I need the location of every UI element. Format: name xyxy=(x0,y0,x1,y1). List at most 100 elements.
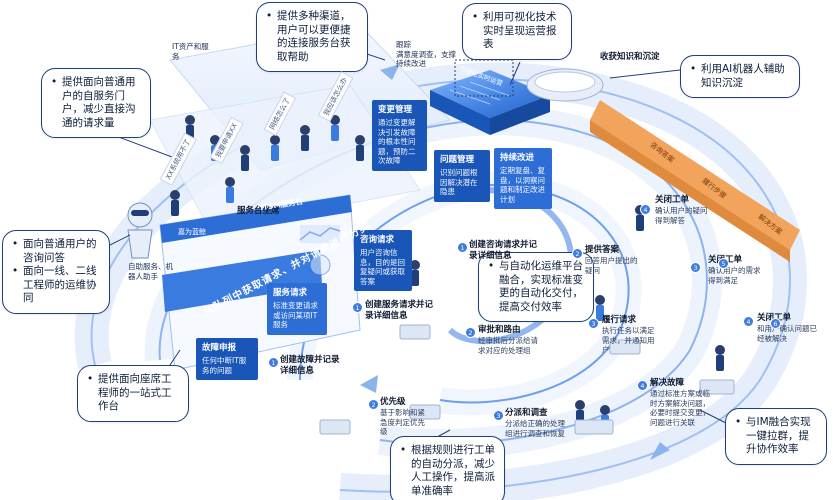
people-figures xyxy=(170,115,725,431)
step-body: 和用户确认问题已经被解决 xyxy=(757,324,817,343)
step-number: 6 xyxy=(770,318,781,329)
platform-side-r xyxy=(490,95,550,135)
step-create-fault: 创建故障并记录详细信息 xyxy=(280,355,340,377)
callout-im-collab: 与IM融合实现一键拉群，提升协作效率 xyxy=(725,408,827,465)
track-label: 跟踪 满意度调查，支撑持续改进 xyxy=(396,40,456,69)
card-title: 服务请求 xyxy=(273,288,308,298)
platform-top xyxy=(430,70,550,118)
track-body: 满意度调查，支撑持续改进 xyxy=(396,49,456,69)
step-priority: 优先级 基于影响和紧急度判定优先级 xyxy=(380,397,432,437)
orange-band xyxy=(590,100,800,262)
step-number: 4 xyxy=(743,316,754,327)
step-approve-route: 审批和路由 经审批后分派给请求对应的处理组 xyxy=(478,325,544,355)
step-title: 审批和路由 xyxy=(478,325,521,335)
card-body: 识别问题根因解决潜在隐患 xyxy=(440,168,478,196)
step-body: 分派给正确的处理组进行调查和恢复 xyxy=(505,419,565,438)
step-close-ticket-1: 关闭工单 确认用户的疑问得到解答 xyxy=(655,195,709,225)
callout-self-service-portal: 提供面向普通用户的自服务门户，减少直接沟通的请求量 xyxy=(41,68,151,138)
vis-box xyxy=(454,59,514,97)
step-close-ticket-2: 关闭工单 确认用户的需求得到满足 xyxy=(708,255,762,285)
step-number: 4 xyxy=(637,380,648,391)
step-number: 2 xyxy=(465,327,476,338)
card-continuous-improvement: 持续改进 定期复盘、复盘，以洞察问题和制定改进计划 xyxy=(494,148,552,209)
step-body: 确认用户的需求得到满足 xyxy=(708,266,761,285)
callout-text: 利用可视化技术实时呈现运营报表 xyxy=(472,11,563,52)
card-title: 变更管理 xyxy=(378,105,413,115)
robot-label: 自助服务、机器人助手 xyxy=(128,262,173,281)
step-create-service: 创建服务请求并记录详细信息 xyxy=(365,300,435,322)
panel-banner xyxy=(162,250,322,312)
callout-ai-knowledge: 利用AI机器人辅助知识沉淀 xyxy=(680,55,800,98)
step-title: 分派和调查 xyxy=(505,408,548,418)
card-body: 用户咨询信息，目的是回复疑问或获取答案 xyxy=(360,248,405,286)
knowledge-table xyxy=(526,68,604,102)
step-provide-answer: 提供答案 回答用户提出的疑问 xyxy=(585,245,640,275)
callout-text: 根据规则进行工单的自动分派，减少人工操作，提高派单准确率 xyxy=(400,444,496,498)
step-dispatch-investigate: 分派和调查 分派给正确的处理组进行调查和恢复 xyxy=(505,408,570,438)
callout-text: 面向一线、二线工程师的运维协同 xyxy=(12,265,101,306)
track-title: 跟踪 xyxy=(396,40,411,49)
callout-text: 利用AI机器人辅助知识沉淀 xyxy=(690,63,791,90)
card-body: 任何中断IT服务的问题 xyxy=(202,356,247,375)
step-title: 创建咨询请求并记录详细信息 xyxy=(469,240,538,261)
step-number: 3 xyxy=(690,262,701,273)
callout-text: 面向普通用户的咨询问答 xyxy=(12,238,101,265)
platform-screen xyxy=(449,81,511,105)
step-title: 关闭工单 xyxy=(757,313,823,324)
step-number: 3 xyxy=(588,318,599,329)
step-title: 关闭工单 xyxy=(655,195,690,205)
step-title: 创建故障并记录详细信息 xyxy=(280,355,340,376)
callout-text: 提供多种渠道，用户可以更便捷的连接服务台获取帮助 xyxy=(266,10,359,64)
service-seats-label: 服务台坐席 xyxy=(237,206,280,216)
callout-text: 提供面向普通用户的自服务门户，减少直接沟通的请求量 xyxy=(51,76,142,130)
step-resolve-fault: 解决故障 通过标准方案或临时方案解决问题，必要时提交变更，问题进行关联 xyxy=(650,378,716,427)
step-close-ticket-3: 关闭工单 和用户确认问题已经被解决 xyxy=(757,313,823,343)
card-problem-management: 问题管理 识别问题根因解决潜在隐患 xyxy=(434,150,490,202)
card-service-request: 服务请求 标准变更请求或访问某项IT服务 xyxy=(267,283,327,335)
robot xyxy=(127,202,153,259)
step-number: 5 xyxy=(718,258,729,269)
step-body: 确认用户的疑问得到解答 xyxy=(655,206,708,225)
step-number: 4 xyxy=(640,204,651,215)
step-title: 创建服务请求并记录详细信息 xyxy=(365,300,434,321)
card-title: 故障申报 xyxy=(202,343,237,353)
panel-charts xyxy=(299,225,341,276)
step-fulfill-request: 履行请求 执行任务以满足需求，并通知用户 xyxy=(602,315,658,355)
step-title: 履行请求 xyxy=(602,315,637,325)
platform-side-l xyxy=(430,90,490,135)
it-assets-label: IT资产和服务 xyxy=(172,42,209,61)
callout-multi-channel: 提供多种渠道，用户可以更便捷的连接服务台获取帮助 xyxy=(256,2,368,72)
central-platform xyxy=(430,70,550,135)
step-body: 经审批后分派给请求对应的处理组 xyxy=(478,336,538,355)
step-number: 1 xyxy=(268,357,279,368)
step-number: 3 xyxy=(493,410,504,421)
step-create-consult: 创建咨询请求并记录详细信息 xyxy=(469,240,539,262)
callout-automation: 与自动化运维平台融合，实现标准变更的自动化交付，提高交付效率 xyxy=(478,252,594,322)
step-title: 关闭工单 xyxy=(708,255,762,266)
step-number: 2 xyxy=(368,399,379,410)
panel-header xyxy=(160,195,352,243)
card-fault-report: 故障申报 任何中断IT服务的问题 xyxy=(196,338,258,380)
card-title: 咨询请求 xyxy=(360,235,395,245)
knowledge-label: 收获知识和沉淀 xyxy=(600,52,660,62)
card-body: 通过变更解决引发故障的根本性问题，预防二次故障 xyxy=(378,118,416,165)
callout-auto-dispatch: 根据规则进行工单的自动分派，减少人工操作，提高派单准确率 xyxy=(390,436,505,500)
card-title: 持续改进 xyxy=(500,153,535,163)
step-body: 执行任务以满足需求，并通知用户 xyxy=(602,326,655,354)
callout-text: 提供面向座席工程师的一站式工作台 xyxy=(87,373,180,414)
step-number: 1 xyxy=(352,302,363,313)
step-title: 提供答案 xyxy=(585,245,620,255)
step-number: 2 xyxy=(572,248,583,259)
step-title: 解决故障 xyxy=(650,378,685,388)
step-body: 基于影响和紧急度判定优先级 xyxy=(380,408,425,436)
card-consult-request: 咨询请求 用户咨询信息，目的是回复疑问或获取答案 xyxy=(354,230,412,291)
callout-consult-collab: 面向普通用户的咨询问答 面向一线、二线工程师的运维协同 xyxy=(2,230,110,314)
callout-visual-reports: 利用可视化技术实时呈现运营报表 xyxy=(462,3,572,60)
card-body: 标准变更请求或访问某项IT服务 xyxy=(273,301,318,329)
step-number: 1 xyxy=(457,242,468,253)
desks xyxy=(319,324,735,435)
card-change-management: 变更管理 通过变更解决引发故障的根本性问题，预防二次故障 xyxy=(372,100,427,171)
card-title: 问题管理 xyxy=(440,155,475,165)
brand-label: 嘉为蓝鲸 xyxy=(178,228,206,236)
ring-arrows xyxy=(360,64,670,460)
